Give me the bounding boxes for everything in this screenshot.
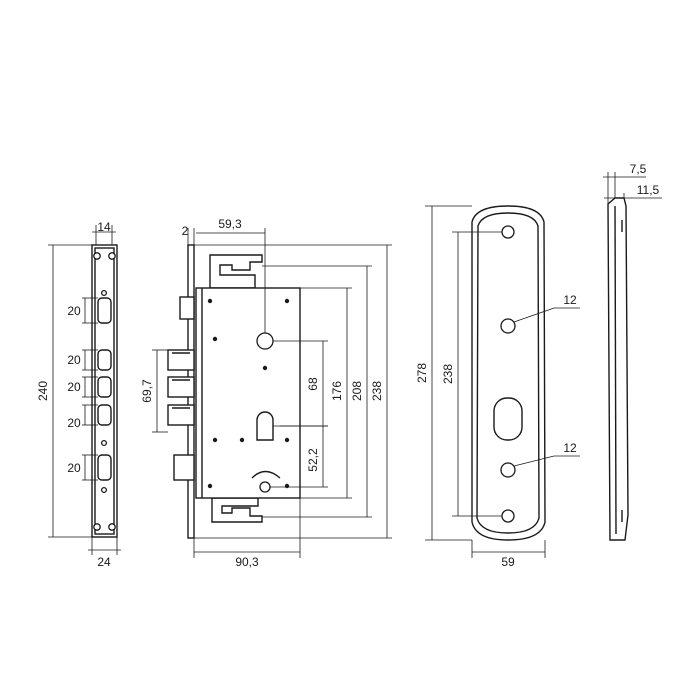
bolt-slot — [97, 454, 112, 481]
side-profile: 7,5 11,5 — [603, 162, 662, 541]
slot-spacing-label: 20 — [67, 353, 81, 367]
slot-spacing-label: 20 — [67, 380, 81, 394]
mounting-hole — [501, 225, 515, 239]
spindle-hole — [500, 318, 516, 334]
profile-thickness-total-label: 11,5 — [637, 183, 660, 197]
case-height-label: 176 — [330, 381, 344, 401]
bolt-slot — [97, 349, 112, 371]
dead-bolt — [173, 454, 195, 481]
cylinder-cutout — [493, 397, 523, 441]
cylinder-hole — [256, 411, 274, 441]
upper-hole-diameter-label: 12 — [563, 293, 577, 307]
screw-hole — [108, 523, 116, 531]
screw-hole — [100, 486, 108, 494]
escutcheon-width-label: 59 — [501, 555, 515, 569]
cam-hole — [259, 481, 271, 493]
escutcheon-hole-spacing-label: 238 — [441, 364, 455, 384]
lock-case — [195, 287, 301, 499]
bolt-slot — [97, 404, 112, 426]
faceplate-offset-label: 2 — [182, 224, 189, 238]
slot-spacing-label: 20 — [67, 461, 81, 475]
strike-height-label: 240 — [36, 381, 50, 401]
escutcheon-outline — [471, 205, 546, 541]
strike-plate-outline — [91, 244, 118, 538]
handle-spindle-hole — [256, 332, 274, 350]
mounting-hole — [501, 509, 515, 523]
bolt-slot — [97, 376, 112, 398]
strike-plate-inner-edge — [94, 247, 115, 535]
screw-hole — [108, 252, 116, 260]
screw-hole — [100, 289, 108, 297]
spindle-offset-label: 59,3 — [218, 217, 242, 231]
screw-hole — [93, 252, 101, 260]
dead-bolt — [167, 349, 195, 371]
lower-hole-diameter-label: 12 — [563, 441, 577, 455]
cylinder-to-cam-label: 52,2 — [306, 448, 320, 472]
screw-hole — [93, 523, 101, 531]
profile-thickness-outer-label: 7,5 — [630, 162, 647, 176]
dead-bolt — [167, 404, 195, 426]
strike-plate: 14 24 240 20 20 20 20 20 — [36, 220, 121, 569]
depth-label: 90,3 — [235, 555, 259, 569]
escutcheon-bevel — [476, 212, 540, 534]
strike-width-bottom-label: 24 — [97, 555, 111, 569]
slot-spacing-label: 20 — [67, 304, 81, 318]
bottom-mounting-tab — [211, 497, 263, 523]
profile-outline — [607, 197, 629, 541]
backset-label: 68 — [306, 377, 320, 391]
lock-body: 2 59,3 69,7 68 52,2 176 208 23 — [140, 217, 392, 569]
tab-height-label: 208 — [350, 381, 364, 401]
screw-hole — [100, 439, 108, 447]
strike-width-top-label: 14 — [97, 220, 111, 234]
slot-spacing-label: 20 — [67, 416, 81, 430]
top-mounting-tab — [209, 254, 263, 289]
bolt-pitch-label: 69,7 — [140, 379, 154, 403]
bolt-slot — [97, 297, 112, 324]
lower-hole — [500, 462, 516, 478]
latch-bolt — [179, 296, 195, 320]
dead-bolt — [167, 376, 195, 398]
escutcheon-height-label: 278 — [415, 363, 429, 383]
faceplate-height-label: 238 — [370, 381, 384, 401]
escutcheon-plate: 278 238 12 12 59 — [415, 205, 580, 569]
cam-arc — [251, 470, 281, 479]
